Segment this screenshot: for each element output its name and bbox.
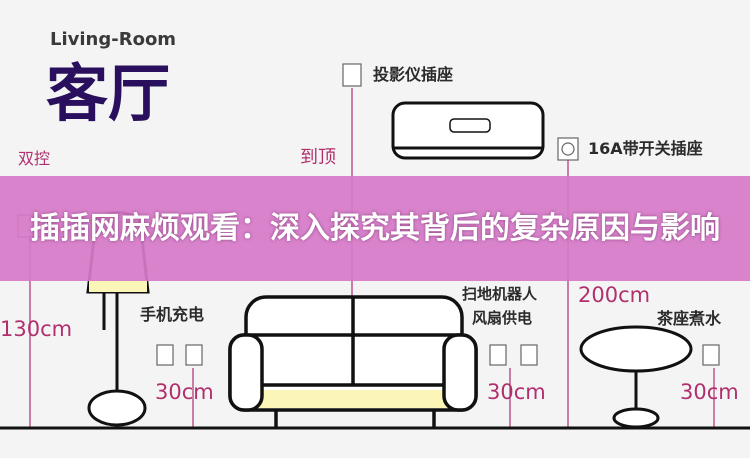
fan-power-label: 风扇供电 <box>472 309 533 327</box>
dual-control-label: 双控 <box>18 149 51 168</box>
height-30-label-b: 30cm <box>487 380 546 404</box>
height-30-label-c: 30cm <box>680 380 739 404</box>
height-130-label: 130cm <box>0 317 73 341</box>
robot-vacuum-label: 扫地机器人 <box>462 285 538 303</box>
height-30-label-a: 30cm <box>155 380 214 404</box>
tea-table-label: 茶座煮水 <box>657 309 722 328</box>
outlet-icon <box>185 344 203 366</box>
phone-charging-label: 手机充电 <box>140 305 205 324</box>
to-ceiling-label: 到顶 <box>300 147 336 168</box>
outlet-icon <box>156 344 174 366</box>
projector-outlet-label: 投影仪插座 <box>373 65 454 84</box>
side-table-icon <box>579 325 693 429</box>
sofa-icon <box>228 295 478 428</box>
air-conditioner-icon <box>391 101 545 160</box>
switch-outlet-icon <box>557 137 579 161</box>
height-200-label: 200cm <box>578 283 651 307</box>
banner-title: 插插网麻烦观看：深入探究其背后的复杂原因与影响 <box>30 210 720 246</box>
outlet-icon <box>489 344 507 366</box>
room-title: 客厅 <box>46 57 171 130</box>
outlet-icon <box>520 344 538 366</box>
title-banner: 插插网麻烦观看：深入探究其背后的复杂原因与影响 <box>0 176 750 281</box>
room-subtitle: Living-Room <box>50 29 177 50</box>
outlet-icon <box>702 344 720 366</box>
projector-outlet-icon <box>342 63 362 87</box>
switch-outlet-label: 16A带开关插座 <box>588 139 703 158</box>
